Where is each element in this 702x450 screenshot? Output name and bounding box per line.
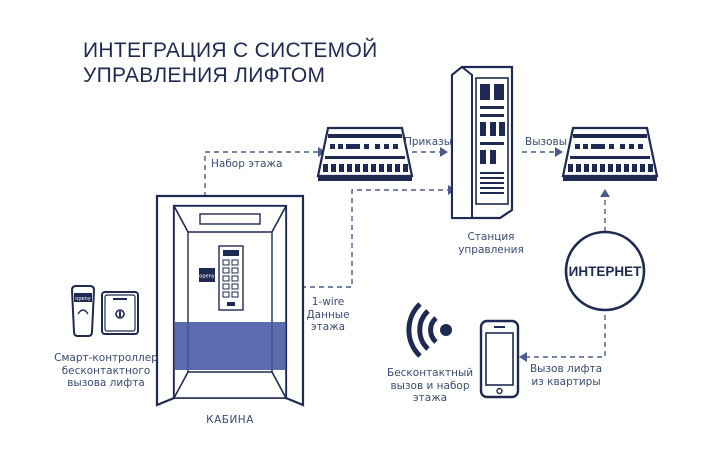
label-control-station: Станция управления bbox=[452, 231, 530, 256]
arrow-phone bbox=[519, 352, 527, 362]
internet-node bbox=[564, 230, 646, 312]
label-onewire: 1-wire Данные этажа bbox=[298, 296, 358, 334]
label-apartment-call: Вызов лифта из квартиры bbox=[524, 363, 608, 388]
line-internet-phone bbox=[527, 315, 606, 358]
title-line-1: ИНТЕГРАЦИЯ С СИСТЕМОЙ bbox=[83, 39, 378, 62]
reader-brand: openy bbox=[75, 296, 90, 302]
wireless-icon bbox=[406, 302, 452, 358]
connection-lines bbox=[204, 151, 606, 358]
label-cabin: КАБИНА bbox=[206, 414, 254, 426]
label-control-station-line-1: Станция bbox=[467, 231, 515, 243]
label-onewire-line-2: Данные bbox=[306, 308, 350, 321]
label-contactless-line-3: этажа bbox=[412, 392, 448, 404]
smart-controller-reader-icon bbox=[70, 285, 96, 337]
label-smart-controller-line-2: бесконтактного bbox=[61, 364, 151, 377]
controller-board-icon bbox=[316, 126, 414, 181]
arrow-commands bbox=[440, 147, 448, 157]
label-apartment-call-line-1: Вызов лифта bbox=[529, 363, 603, 375]
cabin-reader-brand: openy bbox=[199, 274, 214, 280]
label-floor-dial: Набор этажа bbox=[211, 158, 283, 170]
controller-board-icon bbox=[561, 126, 659, 181]
label-smart-controller: Смарт-контроллер бесконтактного вызова л… bbox=[52, 352, 160, 390]
smart-controller-card-icon bbox=[101, 291, 139, 335]
label-onewire-line-1: 1-wire bbox=[311, 296, 345, 308]
line-onewire bbox=[283, 189, 448, 288]
label-smart-controller-line-3: вызова лифта bbox=[67, 377, 145, 389]
label-contactless-line-1: Бесконтактный bbox=[387, 367, 474, 379]
label-contactless-line-2: вызов и набор bbox=[390, 379, 470, 392]
label-control-station-line-2: управления bbox=[458, 243, 524, 256]
diagram-title: ИНТЕГРАЦИЯ С СИСТЕМОЙ УПРАВЛЕНИЯ ЛИФТОМ bbox=[83, 38, 378, 88]
line-floor-dial bbox=[204, 151, 318, 215]
smartphone-icon bbox=[479, 319, 520, 399]
label-onewire-line-3: этажа bbox=[310, 321, 346, 333]
label-contactless: Бесконтактный вызов и набор этажа bbox=[387, 367, 473, 405]
title-line-2: УПРАВЛЕНИЯ ЛИФТОМ bbox=[83, 64, 326, 87]
label-commands: Приказы bbox=[404, 136, 453, 148]
lift-cabin-illustration bbox=[155, 194, 305, 407]
arrow-internet-panel bbox=[600, 189, 610, 197]
arrow-calls bbox=[555, 147, 563, 157]
internet-label: ИНТЕРНЕТ bbox=[569, 264, 642, 279]
label-apartment-call-line-2: из квартиры bbox=[531, 375, 601, 388]
control-station-icon bbox=[450, 65, 514, 220]
label-calls: Вызовы bbox=[525, 136, 567, 148]
label-smart-controller-line-1: Смарт-контроллер bbox=[54, 352, 158, 364]
